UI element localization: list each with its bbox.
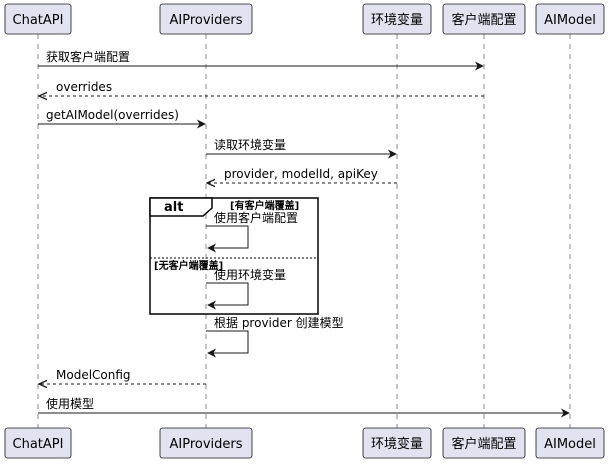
participants-bottom: ChatAPI AIProviders 环境变量 客户端配置 AIModel [4, 427, 605, 459]
message-8: 根据 provider 创建模型 [206, 316, 344, 358]
participant-aiproviders-bottom: AIProviders [159, 427, 253, 459]
message-label: getAIModel(overrides) [46, 108, 179, 122]
participants-top: ChatAPI AIProviders 环境变量 客户端配置 AIModel [4, 3, 605, 35]
participant-chatapi-bottom: ChatAPI [4, 427, 72, 459]
message-label: 使用模型 [46, 396, 94, 411]
participant-box [362, 3, 432, 35]
alt-frame [149, 197, 319, 315]
participant-chatapi-top: ChatAPI [4, 3, 72, 35]
alt-guard-1: [有客户端覆盖] [230, 199, 299, 212]
participant-label: 环境变量 [371, 12, 423, 28]
message-label: 使用客户端配置 [214, 210, 298, 225]
messages: 获取客户端配置 overrides getAIModel(overrides) 读取环… [38, 49, 570, 418]
message-3: getAIModel(overrides) [38, 108, 206, 129]
message-label: 读取环境变量 [214, 137, 286, 152]
participant-box [4, 427, 72, 459]
alt-fragment: alt [有客户端覆盖] [无客户端覆盖] [149, 197, 319, 315]
message-2: overrides [39, 80, 484, 96]
participant-env-top: 环境变量 [362, 3, 432, 35]
message-7: 使用环境变量 [206, 267, 286, 310]
message-label: provider, modelId, apiKey [224, 167, 378, 181]
participant-box [159, 427, 253, 459]
participant-label: AIModel [544, 437, 596, 452]
participant-clientconfig-top: 客户端配置 [442, 3, 526, 35]
participant-env-bottom: 环境变量 [362, 427, 432, 459]
participant-box [159, 3, 253, 35]
participant-aimodel-bottom: AIModel [535, 427, 605, 459]
participant-label: 客户端配置 [451, 12, 516, 28]
message-label: overrides [56, 80, 112, 94]
participant-label: 环境变量 [371, 436, 423, 452]
participant-aiproviders-top: AIProviders [159, 3, 253, 35]
participant-label: ChatAPI [13, 13, 64, 28]
participant-label: AIProviders [169, 13, 242, 28]
message-6: 使用客户端配置 [206, 210, 298, 253]
participant-box [442, 427, 526, 459]
participant-label: ChatAPI [13, 437, 64, 452]
message-arrow [206, 330, 249, 358]
message-5: provider, modelId, apiKey [207, 167, 397, 183]
message-label: 获取客户端配置 [46, 49, 130, 64]
participant-clientconfig-bottom: 客户端配置 [442, 427, 526, 459]
message-10: 使用模型 [38, 396, 570, 418]
message-label: 使用环境变量 [214, 267, 286, 282]
message-1: 获取客户端配置 [38, 49, 484, 71]
participant-box [535, 427, 605, 459]
participant-label: AIProviders [169, 437, 242, 452]
participant-box [442, 3, 526, 35]
message-arrow [206, 282, 249, 310]
participant-box [362, 427, 432, 459]
message-label: 根据 provider 创建模型 [214, 316, 344, 330]
message-4: 读取环境变量 [206, 137, 397, 159]
message-label: ModelConfig [56, 368, 131, 382]
participant-label: 客户端配置 [451, 436, 516, 452]
participant-box [535, 3, 605, 35]
message-arrow [206, 225, 249, 253]
participant-label: AIModel [544, 13, 596, 28]
alt-guard-2: [无客户端覆盖] [154, 259, 223, 272]
alt-title-tab [149, 197, 213, 217]
alt-title: alt [164, 200, 183, 215]
message-9: ModelConfig [39, 368, 206, 384]
participant-box [4, 3, 72, 35]
participant-aimodel-top: AIModel [535, 3, 605, 35]
